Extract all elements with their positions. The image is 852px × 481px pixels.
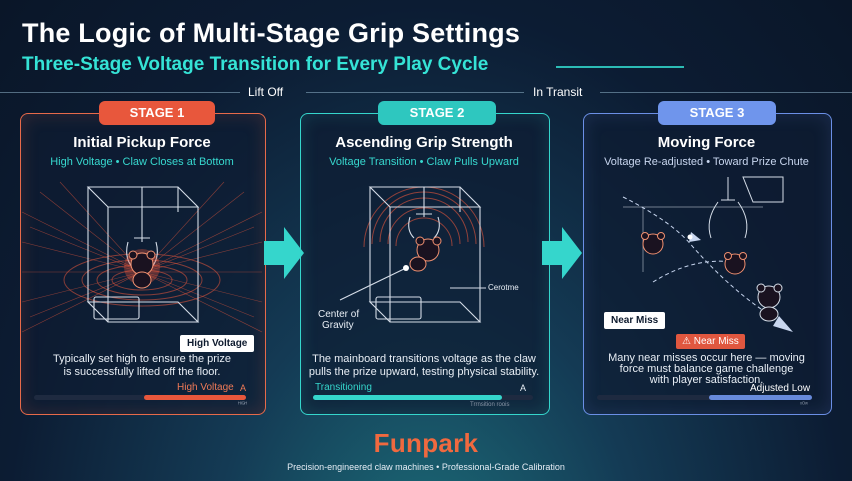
stage-3-warning-badge: ⚠ Near Miss [676, 334, 745, 349]
stage-3-description-line-2: force must balance game challenge [619, 363, 794, 375]
stage-3-bar-label: Adjusted Low [750, 383, 811, 394]
stage-3-warning-label: Near Miss [693, 336, 739, 347]
stage-3-voltage-bar [597, 395, 812, 400]
stage-3-claw-path-illustration [622, 176, 793, 332]
arrow-stage-1-to-2 [264, 227, 304, 279]
stage-1-bar-label: High Voltage [177, 382, 234, 393]
stage-2-description-line-1: The mainboard transitions voltage as the… [312, 353, 536, 365]
stage-1-badge: STAGE 1 [99, 101, 215, 125]
timeline-label-in-transit: In Transit [533, 85, 583, 99]
brand-tagline: Precision-engineered claw machines • Pro… [287, 462, 565, 472]
subtitle-underline [556, 66, 684, 68]
stage-1-voltage-bar [34, 395, 246, 400]
stage-2-title: Ascending Grip Strength [335, 134, 513, 151]
stage-2-voltage-fill [313, 395, 503, 400]
stage-3-title: Moving Force [657, 134, 756, 151]
stage-3-description-line-3: with player satisfaction. [649, 374, 764, 386]
warning-icon: ⚠ [682, 336, 694, 347]
stage-1-description-line-2: is successfully lifted off the floor. [63, 366, 221, 378]
stage-1-bar-tick: ᴴᴵᴳᴴ [238, 402, 248, 408]
stage-1-subtitle: High Voltage • Claw Closes at Bottom [50, 156, 234, 168]
stage-2-description-line-2: pulls the prize upward, testing physical… [308, 366, 540, 378]
stage-3-panel [583, 113, 832, 415]
timeline-line-mid [306, 92, 524, 93]
stage-3-voltage-fill [708, 395, 812, 400]
stage-3-subtitle: Voltage Re-adjusted • Toward Prize Chute [604, 156, 809, 168]
stage-2-cerotme-label: Cerotme [488, 283, 519, 292]
timeline-label-lift-off: Lift Off [248, 85, 284, 99]
stage-2-subtitle: Voltage Transition • Claw Pulls Upward [329, 156, 519, 168]
timeline-line-left [0, 92, 240, 93]
stage-2-voltage-bar [313, 395, 533, 400]
stage-1-title: Initial Pickup Force [73, 134, 211, 151]
stage-1-description-line-1: Typically set high to ensure the prize [53, 353, 231, 365]
stage-1-bar-end: A [240, 383, 247, 393]
stage-3-badge: STAGE 3 [658, 101, 776, 125]
stage-2-claw-machine-illustration [339, 186, 486, 323]
stage-1-callout: High Voltage [180, 335, 255, 352]
stage-3-description-line-1: Many near misses occur here — moving [608, 352, 805, 364]
stage-2-bar-label: Transitioning [315, 382, 372, 393]
stage-2-bar-tick: Trrnsition roois [470, 402, 510, 408]
stage-3-bar-tick: ˣᴼʷ [800, 402, 808, 408]
page-subtitle: Three-Stage Voltage Transition for Every… [22, 54, 489, 75]
center-of-gravity-label-1: Center of [318, 309, 360, 320]
page-title: The Logic of Multi-Stage Grip Settings [22, 18, 521, 48]
center-of-gravity-label-2: Gravity [322, 320, 354, 331]
brand-logo: Funpark [373, 428, 479, 458]
arrow-stage-2-to-3 [542, 227, 582, 279]
stage-2-badge: STAGE 2 [378, 101, 496, 125]
stage-2-bar-end: A [520, 383, 527, 393]
stage-1-voltage-fill [144, 395, 246, 400]
stage-3-callout: Near Miss [604, 312, 666, 329]
stage-1-claw-machine-illustration [21, 181, 263, 333]
timeline-line-right [600, 92, 852, 93]
